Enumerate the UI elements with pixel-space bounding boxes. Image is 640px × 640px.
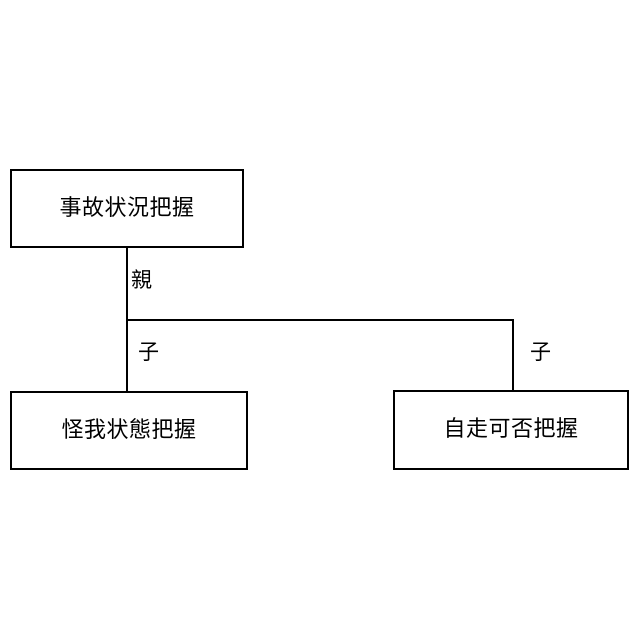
node-box-root[interactable]: 事故状況把握: [10, 169, 244, 248]
edge-label-parent: 親: [131, 268, 152, 292]
node-box-child-left[interactable]: 怪我状態把握: [10, 391, 248, 470]
edge-label-child-left: 子: [138, 340, 159, 364]
node-label-root: 事故状況把握: [59, 195, 195, 221]
node-box-child-right[interactable]: 自走可否把握: [393, 390, 629, 470]
edge-branch-horizontal: [126, 319, 514, 321]
edge-label-child-right: 子: [530, 340, 551, 364]
node-label-child-left: 怪我状態把握: [61, 417, 197, 443]
node-label-child-right: 自走可否把握: [443, 417, 579, 442]
edge-branch-right-drop: [512, 319, 514, 391]
